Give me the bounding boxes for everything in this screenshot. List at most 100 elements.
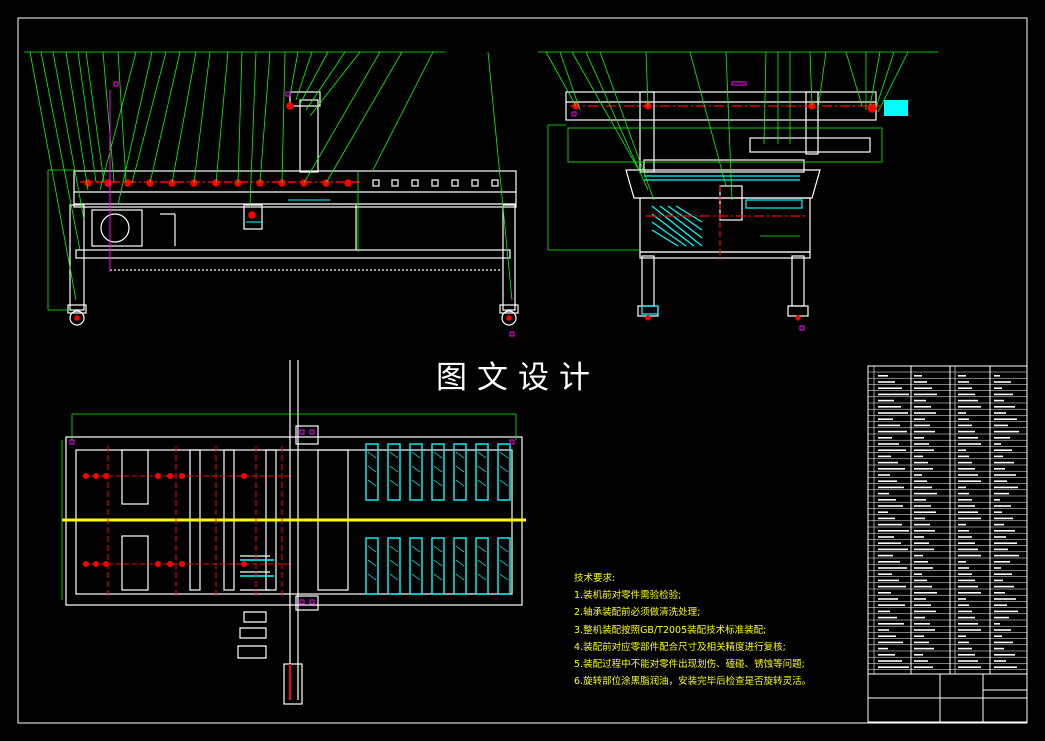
parts-list-entry — [878, 647, 888, 650]
parts-list-entry — [878, 548, 908, 551]
parts-list-entry — [914, 554, 923, 557]
side-view-section — [641, 175, 803, 315]
tech-requirement-item: 1.装机前对零件需验检验; — [574, 590, 682, 602]
parts-list-entry — [878, 542, 901, 544]
parts-list-entry — [914, 616, 925, 619]
parts-list-entry — [878, 561, 900, 563]
parts-list-entry — [958, 660, 978, 662]
side-view-markers — [571, 81, 805, 331]
parts-list-entry — [958, 567, 969, 569]
tech-requirement-item: 5.装配过程中不能对零件出现划伤、磕碰、锈蚀等问题; — [574, 659, 805, 671]
parts-list-entry — [994, 604, 1007, 606]
parts-list-entry — [994, 598, 1016, 600]
parts-list-entry — [878, 486, 904, 489]
parts-list-entry — [914, 641, 929, 644]
parts-list-entry — [994, 418, 1017, 420]
parts-list-entry — [878, 406, 901, 408]
parts-list-entry — [878, 511, 888, 513]
parts-list-entry — [958, 418, 969, 420]
parts-list-entry — [958, 623, 978, 625]
parts-list-entry — [994, 623, 1000, 625]
parts-list-entry — [958, 480, 981, 482]
tech-requirement-item: 4.装配前对应零部件配合尺寸及相关精度进行复核; — [574, 641, 786, 653]
side-view-centerlines — [570, 102, 880, 321]
parts-list-entry — [958, 381, 969, 383]
parts-list-entry — [958, 629, 981, 631]
parts-list-entry — [878, 430, 907, 433]
parts-list-entry — [958, 449, 966, 451]
parts-list-entry — [958, 530, 969, 532]
parts-list-entry — [878, 443, 899, 445]
parts-list-entry — [878, 523, 902, 526]
parts-list-entry — [958, 666, 981, 668]
parts-list-entry — [914, 455, 923, 458]
parts-list-entry — [958, 610, 972, 613]
parts-list-entry — [994, 424, 1008, 427]
parts-list-entry — [914, 480, 927, 482]
top-view-centerlines — [83, 446, 291, 700]
parts-list-entry — [878, 387, 902, 389]
front-view-rollers — [74, 102, 512, 321]
top-view-leaders — [61, 413, 517, 600]
parts-list-entry — [878, 573, 892, 575]
parts-list-entry — [878, 610, 890, 613]
parts-list-entry — [994, 486, 1018, 489]
parts-list-entry — [914, 548, 934, 551]
parts-list-entry — [994, 468, 1005, 470]
parts-list-entry — [878, 505, 903, 507]
technical-requirements: 技术要求: 1.装机前对零件需验检验; 2.轴承装配前必须做清洗处理; 3.整机… — [574, 570, 844, 690]
parts-list-entry — [914, 592, 937, 594]
parts-list-entry — [914, 505, 931, 507]
parts-list-entry — [914, 542, 929, 544]
parts-list-entry — [958, 443, 981, 445]
parts-list-entry — [914, 430, 935, 433]
parts-list-entry — [914, 523, 930, 526]
parts-list-entry — [914, 399, 926, 402]
top-view-hatch — [367, 451, 509, 581]
parts-list-rows — [868, 371, 1027, 670]
parts-list-entry — [958, 511, 978, 513]
parts-list-entry — [878, 641, 903, 644]
parts-list-entry — [914, 393, 937, 396]
parts-list-entry — [914, 381, 927, 383]
parts-list-entry — [958, 399, 978, 402]
parts-list-entry — [878, 381, 895, 383]
parts-list-entry — [994, 592, 1005, 594]
parts-list-entry — [994, 548, 1008, 551]
parts-list-entry — [914, 536, 924, 538]
parts-list-entry — [958, 492, 969, 495]
parts-list-entry — [994, 406, 1015, 408]
parts-list-entry — [958, 499, 972, 501]
parts-list-entry — [914, 610, 936, 613]
parts-list-entry — [958, 561, 966, 563]
parts-list-entry — [958, 461, 972, 464]
parts-list-entry — [994, 437, 1010, 439]
parts-list-entry — [914, 499, 926, 501]
front-view — [67, 91, 519, 326]
watermark-text: 图文设计 — [436, 360, 600, 396]
parts-list-entry — [994, 449, 1012, 451]
parts-list-entry — [878, 666, 909, 668]
parts-list-entry — [958, 375, 966, 377]
parts-list-entry — [914, 647, 934, 650]
parts-list-entry — [878, 623, 904, 625]
parts-list-entry — [994, 610, 1018, 613]
parts-list-entry — [914, 474, 922, 476]
parts-list-entry — [878, 654, 895, 656]
parts-list-entry — [878, 418, 893, 420]
parts-list-entry — [878, 375, 888, 377]
parts-list-entry — [878, 616, 897, 619]
tech-requirement-item: 6.旋转部位涂黑脂润油，安装完毕后检查是否旋转灵活。 — [574, 676, 812, 688]
parts-list-entry — [958, 517, 981, 520]
parts-list-entry — [914, 517, 925, 520]
parts-list-entry — [878, 635, 896, 637]
parts-list-entry — [958, 598, 966, 600]
parts-list-entry — [914, 406, 931, 408]
parts-list-entry — [958, 542, 975, 544]
parts-list-entry — [878, 474, 890, 476]
parts-list-entry — [914, 585, 932, 588]
parts-list-entry — [958, 616, 975, 619]
parts-list-entry — [914, 598, 926, 600]
parts-list-entry — [994, 567, 1001, 569]
parts-list-entry — [994, 511, 1002, 513]
